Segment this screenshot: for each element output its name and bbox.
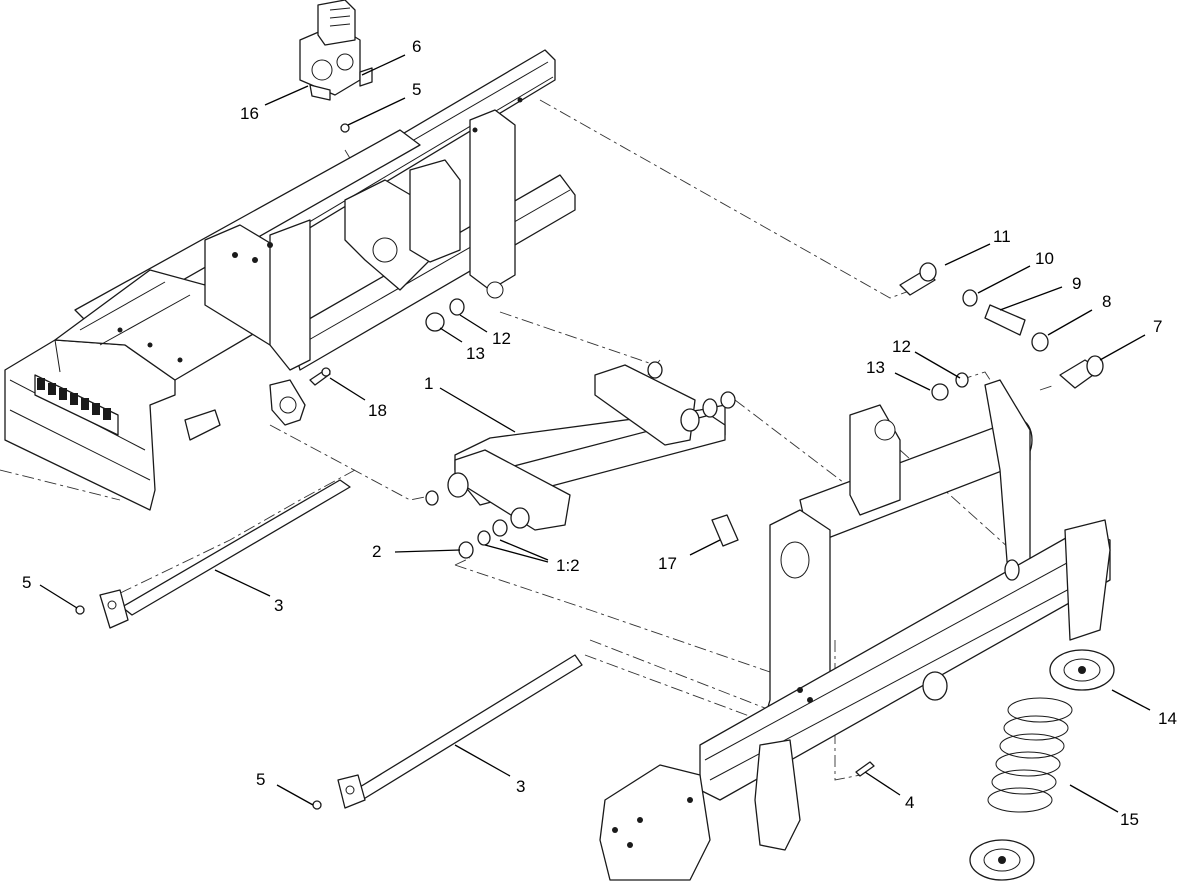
callout-2: 2 <box>372 542 381 561</box>
callout-4: 4 <box>905 793 914 812</box>
callout-5-left: 5 <box>22 573 31 592</box>
callout-12-left: 12 <box>492 329 511 348</box>
swing-arm-part-1 <box>425 361 736 559</box>
callout-labels: 6 5 16 11 10 9 8 7 12 13 12 13 1 18 2 1:… <box>22 37 1177 829</box>
callout-17: 17 <box>658 554 677 573</box>
callout-14: 14 <box>1158 709 1177 728</box>
hardware-12-13-upper <box>425 298 465 332</box>
pin-part-4 <box>855 761 875 777</box>
callout-12-right: 12 <box>892 337 911 356</box>
callout-7: 7 <box>1153 317 1162 336</box>
callout-10: 10 <box>1035 249 1054 268</box>
main-frame-assembly <box>599 379 1111 881</box>
callout-3-upper: 3 <box>274 596 283 615</box>
callout-5-bottom: 5 <box>256 770 265 789</box>
callout-15: 15 <box>1120 810 1139 829</box>
callout-5-top: 5 <box>412 80 421 99</box>
bolt-part-18 <box>309 367 331 386</box>
callout-16: 16 <box>240 104 259 123</box>
linkage-hardware <box>899 262 1104 401</box>
callout-1: 1 <box>424 374 433 393</box>
callout-3-lower: 3 <box>516 777 525 796</box>
callout-6: 6 <box>412 37 421 56</box>
callout-11: 11 <box>993 227 1011 246</box>
callout-8: 8 <box>1102 292 1111 311</box>
deck-frame-assembly <box>4 49 576 511</box>
callout-13-right: 13 <box>866 358 885 377</box>
warning-decal-icon <box>34 374 119 436</box>
spring-assembly-14-15 <box>969 649 1115 881</box>
callout-13-left: 13 <box>466 344 485 363</box>
callout-18: 18 <box>368 401 387 420</box>
callout-9: 9 <box>1072 274 1081 293</box>
valve-part-16 <box>299 0 373 133</box>
callout-1-2: 1:2 <box>556 556 580 575</box>
callout-leaders <box>39 54 1151 813</box>
rod-part-3-lower <box>312 654 583 810</box>
rod-part-3-upper <box>75 479 351 629</box>
